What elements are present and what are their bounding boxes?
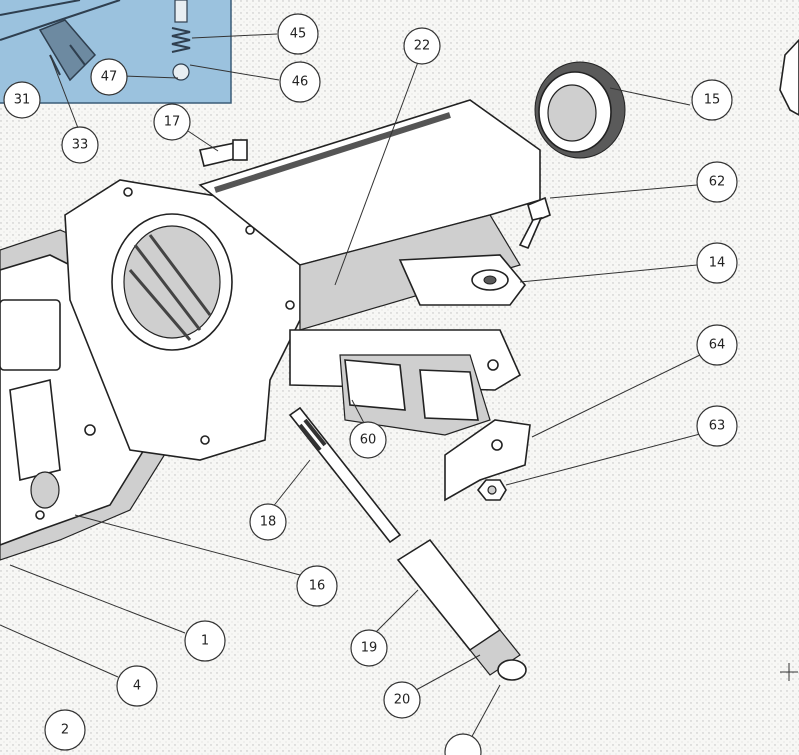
callout-22: 22 — [403, 27, 441, 65]
callout-partial-bottom — [444, 733, 482, 755]
shift-sleeve — [396, 538, 527, 681]
splined-shaft — [288, 406, 402, 544]
svg-text:64: 64 — [709, 338, 726, 353]
callout-33: 33 — [61, 126, 99, 164]
nut — [476, 479, 507, 501]
svg-text:15: 15 — [704, 93, 721, 108]
svg-text:22: 22 — [414, 39, 431, 54]
svg-text:14: 14 — [709, 256, 726, 271]
svg-text:17: 17 — [164, 115, 181, 130]
inset-detail-panel — [0, 0, 232, 104]
angle-bracket — [444, 419, 531, 502]
callout-16: 16 — [296, 565, 338, 607]
svg-text:20: 20 — [394, 693, 411, 708]
svg-text:33: 33 — [72, 138, 89, 153]
callout-45: 45 — [277, 13, 319, 55]
callout-18: 18 — [249, 503, 287, 541]
svg-text:1: 1 — [201, 634, 209, 649]
bracket-hole — [491, 439, 503, 451]
callout-62: 62 — [696, 161, 738, 203]
callout-46: 46 — [279, 61, 321, 103]
bolt — [518, 196, 551, 250]
callout-1: 1 — [184, 620, 226, 662]
small-bolt — [199, 139, 248, 167]
svg-text:63: 63 — [709, 419, 726, 434]
callout-17: 17 — [153, 103, 191, 141]
callout-2: 2 — [44, 709, 86, 751]
svg-text:16: 16 — [309, 579, 326, 594]
svg-text:47: 47 — [101, 70, 118, 85]
callout-4: 4 — [116, 665, 158, 707]
svg-text:2: 2 — [61, 723, 69, 738]
callouts: 45 46 47 31 33 17 22 15 62 14 64 63 60 1… — [3, 13, 738, 755]
svg-text:19: 19 — [361, 641, 378, 656]
svg-text:45: 45 — [290, 27, 307, 42]
callout-20: 20 — [383, 681, 421, 719]
leader-lines — [0, 33, 701, 741]
svg-text:46: 46 — [292, 75, 309, 90]
callout-31: 31 — [3, 81, 41, 119]
callout-14: 14 — [696, 242, 738, 284]
callout-19: 19 — [350, 629, 388, 667]
support-bracket — [339, 354, 491, 436]
svg-text:62: 62 — [709, 175, 726, 190]
svg-text:60: 60 — [360, 433, 377, 448]
callout-47: 47 — [90, 58, 128, 96]
callout-15: 15 — [691, 79, 733, 121]
svg-text:31: 31 — [14, 93, 31, 108]
callout-60: 60 — [349, 421, 387, 459]
svg-text:18: 18 — [260, 515, 277, 530]
callout-64: 64 — [696, 324, 738, 366]
callout-63: 63 — [696, 405, 738, 447]
seal-ring — [534, 61, 626, 159]
edge-fragment — [779, 38, 799, 116]
svg-text:4: 4 — [133, 679, 141, 694]
crosshair-move-icon[interactable] — [780, 663, 798, 681]
